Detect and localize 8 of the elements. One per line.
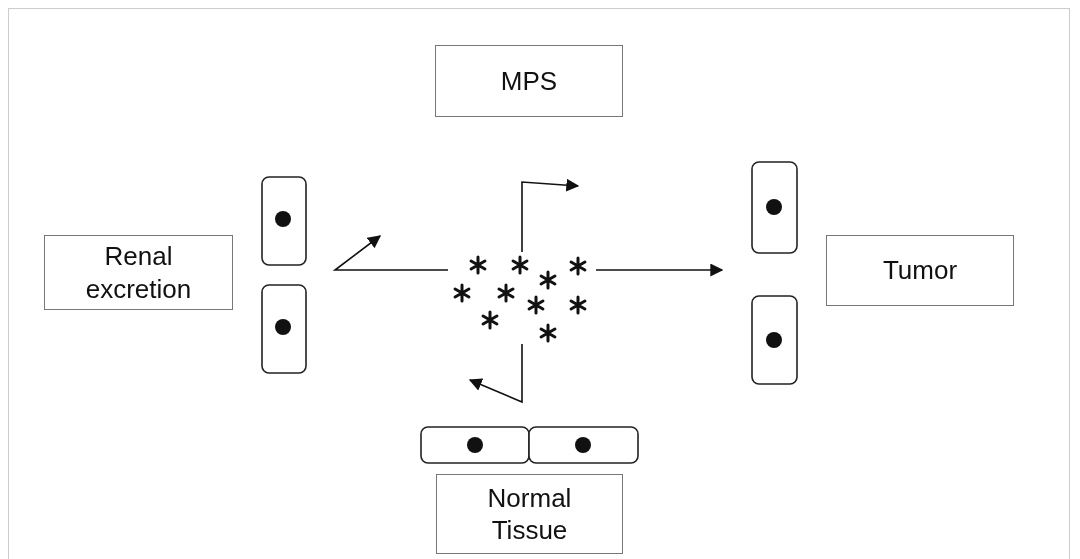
- process-box: Renal excretion: [44, 235, 233, 310]
- arrow: [521, 178, 580, 253]
- arrow: [595, 263, 724, 277]
- process-box: Normal Tissue: [436, 474, 623, 554]
- arrow: [468, 343, 523, 404]
- process-box: MPS: [435, 45, 623, 117]
- arrow: [332, 235, 449, 271]
- process-box: Tumor: [826, 235, 1014, 306]
